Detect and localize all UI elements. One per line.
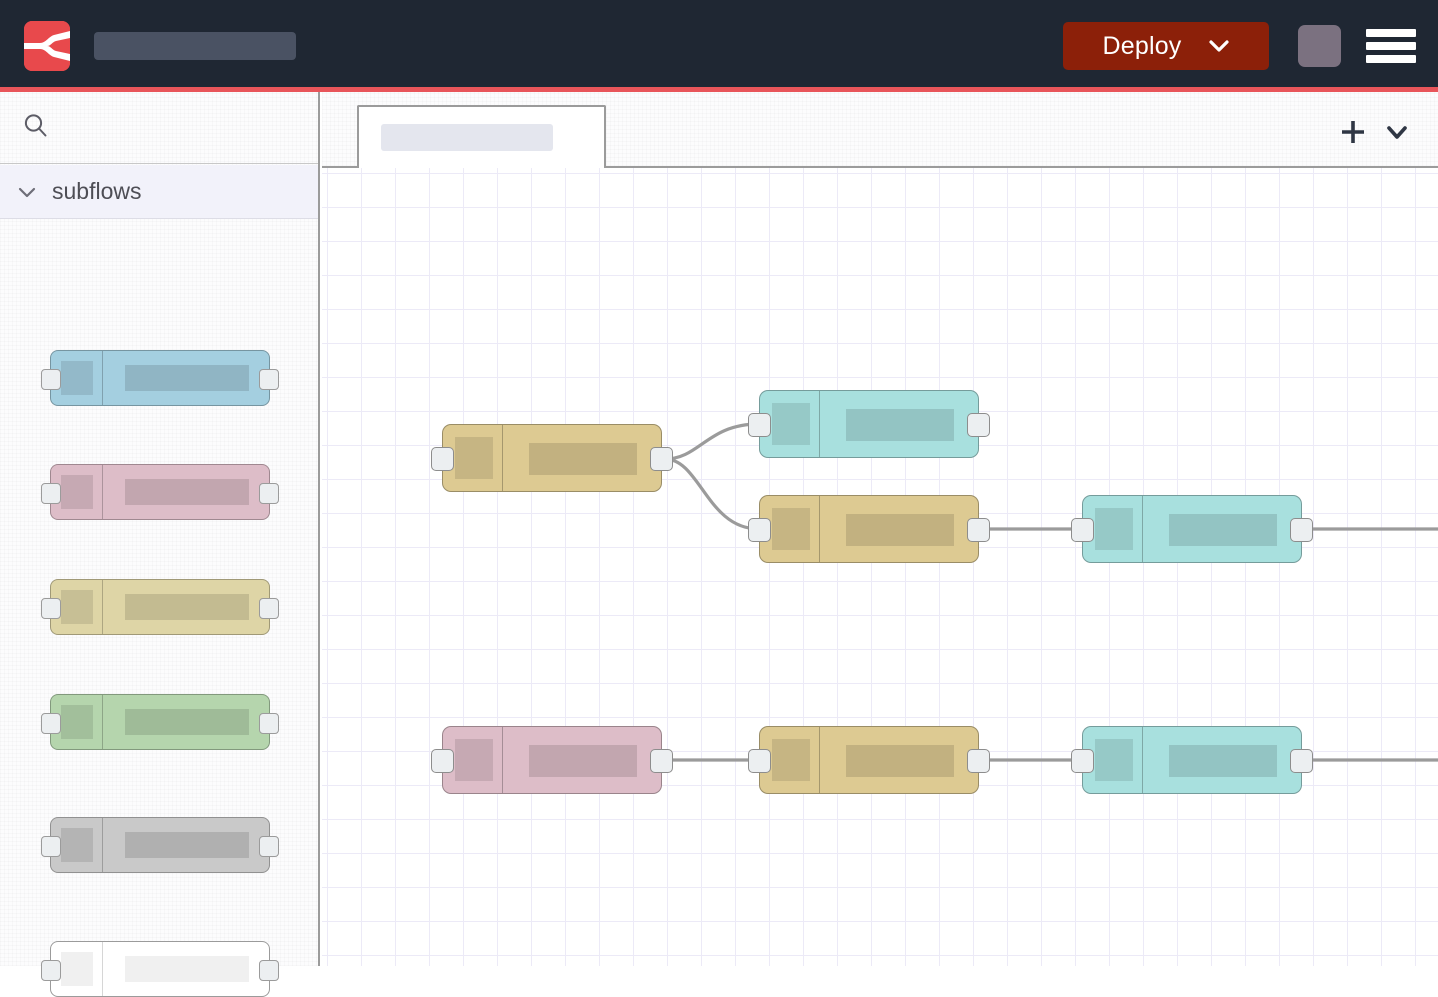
- chevron-down-icon[interactable]: [1380, 115, 1414, 149]
- palette-node-item[interactable]: [50, 694, 270, 750]
- node-output-port[interactable]: [259, 369, 279, 390]
- flow-node-label: [820, 391, 978, 457]
- palette-node-label: [103, 580, 269, 634]
- app-header: Deploy: [0, 0, 1438, 92]
- deploy-button[interactable]: Deploy: [1063, 22, 1269, 70]
- flow-node-n1[interactable]: [442, 424, 662, 492]
- chevron-down-icon: [1208, 35, 1230, 57]
- node-output-port[interactable]: [259, 483, 279, 504]
- subflow-node-icon: [51, 580, 103, 634]
- node-output-port[interactable]: [967, 518, 990, 542]
- flow-node-label: [503, 727, 661, 793]
- subflow-node-icon: [51, 465, 103, 519]
- palette-node-label: [103, 465, 269, 519]
- node-output-port[interactable]: [1290, 749, 1313, 773]
- palette-node-list: [0, 219, 318, 966]
- palette-node-label: [103, 695, 269, 749]
- node-output-port[interactable]: [259, 713, 279, 734]
- node-output-port[interactable]: [259, 960, 279, 981]
- flow-tab-bar: [322, 92, 1438, 168]
- palette-category-subflows[interactable]: subflows: [0, 165, 318, 219]
- node-output-port[interactable]: [259, 598, 279, 619]
- flow-node-label: [503, 425, 661, 491]
- node-input-port[interactable]: [1071, 749, 1094, 773]
- page-title: [94, 32, 296, 60]
- palette-category-label: subflows: [52, 178, 141, 205]
- flow-node-n6[interactable]: [759, 726, 979, 794]
- flow-node-n7[interactable]: [1082, 726, 1302, 794]
- hamburger-bar: [1366, 55, 1416, 63]
- flow-node-label: [820, 496, 978, 562]
- node-input-port[interactable]: [1071, 518, 1094, 542]
- tab-flow-1[interactable]: [357, 105, 606, 170]
- flow-node-n4[interactable]: [1082, 495, 1302, 563]
- node-output-port[interactable]: [650, 749, 673, 773]
- node-output-port[interactable]: [967, 413, 990, 437]
- hamburger-bar: [1366, 42, 1416, 50]
- hamburger-bar: [1366, 29, 1416, 37]
- node-red-logo-icon: [24, 21, 70, 71]
- flow-node-label: [1143, 496, 1301, 562]
- wire-n1-n2: [665, 424, 759, 459]
- wire-n1-n3: [665, 459, 759, 529]
- deploy-button-label: Deploy: [1102, 32, 1181, 61]
- flow-node-n5[interactable]: [442, 726, 662, 794]
- node-input-port[interactable]: [431, 749, 454, 773]
- workspace: [322, 92, 1438, 966]
- search-icon[interactable]: [22, 112, 50, 140]
- palette-sidebar: subflows: [0, 92, 320, 966]
- subflow-node-icon: [51, 942, 103, 996]
- node-output-port[interactable]: [967, 749, 990, 773]
- chevron-down-icon: [14, 179, 40, 205]
- subflow-node-icon: [51, 818, 103, 872]
- palette-node-label: [103, 942, 269, 996]
- subflow-node-icon: [51, 695, 103, 749]
- tab-label: [381, 124, 553, 151]
- hamburger-menu-icon[interactable]: [1366, 26, 1416, 66]
- palette-node-label: [103, 351, 269, 405]
- flow-node-label: [820, 727, 978, 793]
- node-output-port[interactable]: [1290, 518, 1313, 542]
- node-output-port[interactable]: [650, 447, 673, 471]
- node-input-port[interactable]: [748, 413, 771, 437]
- flow-wires: [322, 168, 1438, 966]
- palette-node-item[interactable]: [50, 817, 270, 873]
- node-input-port[interactable]: [748, 518, 771, 542]
- palette-search-bar[interactable]: [0, 92, 318, 164]
- node-output-port[interactable]: [259, 836, 279, 857]
- palette-node-label: [103, 818, 269, 872]
- plus-icon[interactable]: [1336, 115, 1370, 149]
- node-input-port[interactable]: [431, 447, 454, 471]
- flow-node-label: [1143, 727, 1301, 793]
- palette-node-item[interactable]: [50, 941, 270, 997]
- flow-node-n3[interactable]: [759, 495, 979, 563]
- palette-node-item[interactable]: [50, 464, 270, 520]
- node-input-port[interactable]: [748, 749, 771, 773]
- flow-node-n2[interactable]: [759, 390, 979, 458]
- subflow-node-icon: [51, 351, 103, 405]
- user-avatar-icon[interactable]: [1298, 25, 1341, 67]
- flow-canvas[interactable]: [322, 168, 1438, 966]
- palette-node-item[interactable]: [50, 350, 270, 406]
- palette-node-item[interactable]: [50, 579, 270, 635]
